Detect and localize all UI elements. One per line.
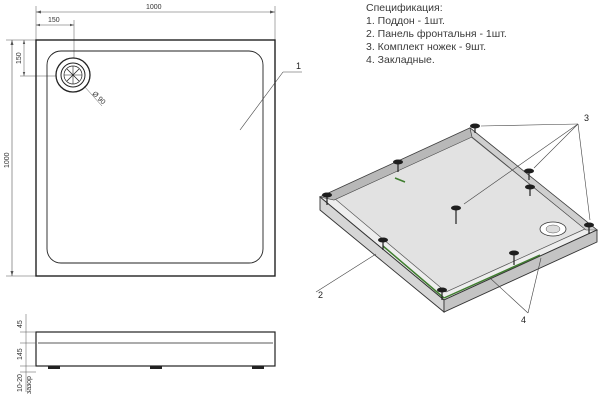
isometric-view: 3 2 4: [315, 113, 598, 325]
leg-icon: [322, 123, 594, 300]
tray-front-right-face: [443, 229, 598, 313]
dim-width-total: 1000: [146, 4, 162, 11]
callout-1-label: 1: [296, 61, 301, 71]
dim-side-height: 145: [17, 348, 24, 360]
spec-item-3: 3. Комплект ножек - 9шт.: [366, 41, 487, 53]
tray-outline: [35, 39, 276, 277]
back-right-rim: [469, 127, 598, 231]
dim-side-top: 45: [17, 320, 24, 328]
dim-gap-range: 10-20: [17, 374, 24, 392]
spec-item-4: 4. Закладные.: [366, 54, 435, 66]
spec-item-1: 1. Поддон - 1шт.: [366, 15, 445, 27]
tray-basin: [333, 135, 586, 293]
side-outline: [35, 331, 276, 367]
spec-title: Спецификация:: [366, 2, 443, 14]
foot-middle: [150, 366, 162, 369]
tray-inner-outline: [46, 50, 264, 264]
specification-list: Спецификация: 1. Поддон - 1шт. 2. Панель…: [366, 2, 596, 67]
callout-2-label: 2: [318, 290, 323, 300]
foot-right: [252, 366, 264, 369]
foot-left: [48, 366, 60, 369]
dim-drain-offset-x: 150: [48, 17, 60, 24]
drain-icon: [55, 57, 91, 93]
callout-3-label: 3: [584, 113, 589, 123]
side-view: 45 145 10-20 зазор: [17, 314, 276, 394]
dim-gap-label: зазор: [26, 376, 33, 394]
top-view: 1000 150 1000 150: [4, 4, 302, 277]
dim-drain-offset-y: 150: [16, 52, 23, 64]
callout-4-label: 4: [521, 315, 526, 325]
dim-height-total: 1000: [4, 152, 11, 168]
spec-item-2: 2. Панель фронтальня - 1шт.: [366, 28, 507, 40]
dim-drain-diameter: Ø 90: [91, 90, 107, 106]
